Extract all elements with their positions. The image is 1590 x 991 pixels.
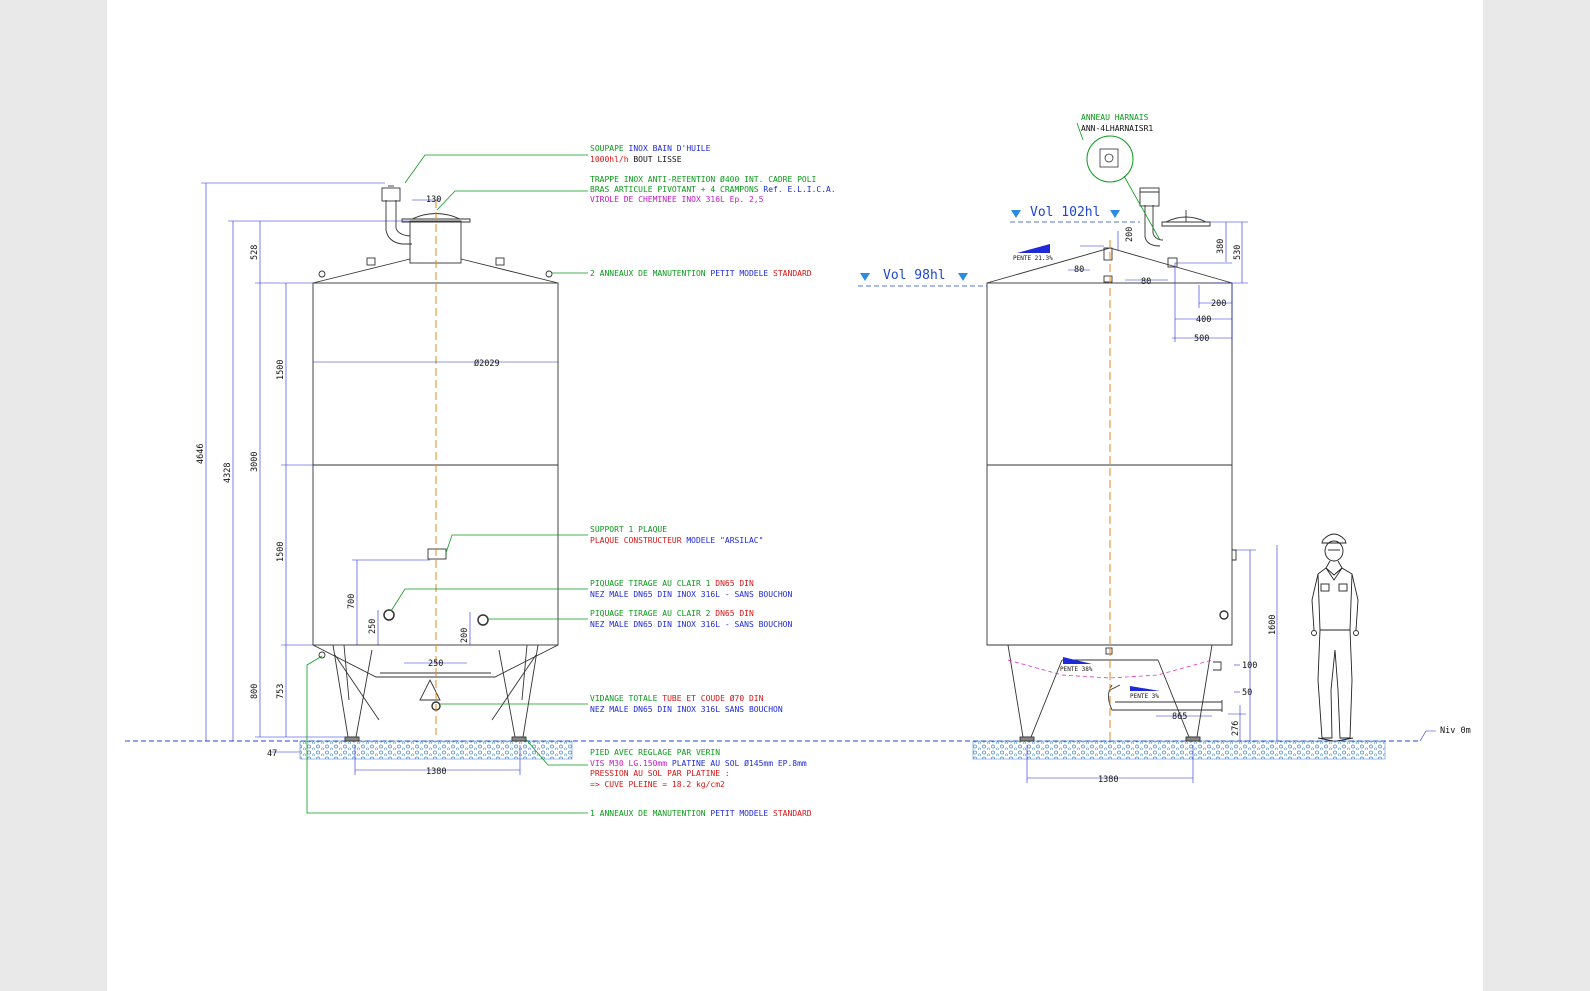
dim-700: 700	[347, 594, 357, 609]
dim-50: 50	[1242, 688, 1252, 698]
dim-380: 380	[1216, 239, 1226, 254]
dim-2029: Ø2029	[474, 358, 500, 369]
svg-text:SOUPAPE INOX BAIN D'HUILE: SOUPAPE INOX BAIN D'HUILE	[590, 144, 711, 153]
svg-text:PLAQUE CONSTRUCTEUR MODELE "AR: PLAQUE CONSTRUCTEUR MODELE "ARSILAC"	[590, 536, 763, 545]
tank-technical-drawing: 4646 4328 528 3000 1500 1500 700 250 800…	[125, 113, 1471, 818]
soupape-label: SOUPAPE	[590, 144, 624, 153]
svg-text:1 ANNEAUX DE MANUTENTION PETIT: 1 ANNEAUX DE MANUTENTION PETIT MODELE ST…	[590, 809, 812, 818]
dim-200-r: 200	[1125, 227, 1135, 242]
slope-markers: PENTE 21.3% PENTE 38% PENTE 3%	[1013, 244, 1160, 700]
left-dimensions	[201, 182, 558, 775]
dim-47: 47	[267, 749, 277, 759]
svg-text:NEZ MALE DN65 DIN INOX 316L -: NEZ MALE DN65 DIN INOX 316L - SANS BOUCH…	[590, 590, 792, 599]
dim-80-a: 80	[1074, 265, 1084, 275]
dim-865: 865	[1172, 712, 1187, 722]
svg-text:BRAS ARTICULE PIVOTANT + 4 CRA: BRAS ARTICULE PIVOTANT + 4 CRAMPONS Ref.…	[590, 185, 836, 194]
pied-label: PIED AVEC REGLAGE PAR VERIN	[590, 748, 720, 757]
pente-21-label: PENTE 21.3%	[1013, 255, 1053, 262]
left-port-2	[477, 614, 489, 626]
right-dimension-texts: 80 80 200 380 530 200 400 500 1600 100 5…	[1074, 227, 1471, 785]
dim-500: 500	[1194, 334, 1209, 344]
volume-levels: Vol 102hl Vol 98hl	[858, 205, 1140, 287]
svg-text:=> CUVE PLEINE = 18.2 kg/cm2: => CUVE PLEINE = 18.2 kg/cm2	[590, 780, 725, 789]
pente-3-label: PENTE 3%	[1130, 693, 1159, 700]
support-label: SUPPORT 1 PLAQUE	[590, 525, 667, 534]
svg-text:1000hl/h BOUT LISSE: 1000hl/h BOUT LISSE	[590, 155, 682, 164]
trappe-label: TRAPPE INOX ANTI-RETENTION Ø400 INT. CAD…	[590, 174, 817, 184]
dim-276: 276	[1231, 721, 1241, 736]
dim-250-h: 250	[428, 659, 443, 669]
svg-text:PRESSION AU SOL PAR PLATINE :: PRESSION AU SOL PAR PLATINE :	[590, 769, 730, 778]
dim-80-b: 80	[1141, 277, 1151, 287]
left-tank-roof	[312, 258, 559, 284]
anneau-harnais-label: ANNEAU HARNAIS	[1081, 113, 1149, 122]
dim-100: 100	[1242, 661, 1257, 671]
piquage-1-label: PIQUAGE TIRAGE AU CLAIR 1	[590, 579, 711, 588]
right-dimensions	[1026, 221, 1436, 783]
svg-text:2 ANNEAUX DE MANUTENTION PETIT: 2 ANNEAUX DE MANUTENTION PETIT MODELE ST…	[590, 269, 812, 278]
dim-400: 400	[1196, 315, 1211, 325]
virole-label: VIROLE DE CHEMINEE INOX 316L Ep. 2,5	[590, 195, 764, 204]
dim-800: 800	[250, 684, 260, 699]
dim-1380-b: 1380	[1098, 775, 1118, 785]
harnais-ref-label: ANN-4LHARNAISR1	[1081, 124, 1153, 133]
dim-1500-a: 1500	[276, 360, 286, 380]
ground	[125, 740, 1420, 760]
bras-label: BRAS ARTICULE PIVOTANT + 4 CRAMPONS	[590, 185, 759, 194]
svg-text:VIDANGE TOTALE TUBE ET COUDE Ø: VIDANGE TOTALE TUBE ET COUDE Ø70 DIN	[590, 693, 764, 703]
dim-530: 530	[1233, 245, 1243, 260]
svg-text:PIQUAGE TIRAGE AU CLAIR 2 DN65: PIQUAGE TIRAGE AU CLAIR 2 DN65 DIN	[590, 609, 754, 618]
anneau-1-label: 1 ANNEAUX DE MANUTENTION	[590, 809, 706, 818]
left-tank-leg-left	[332, 644, 373, 738]
svg-text:VIS M30 LG.150mm PLATINE AU SO: VIS M30 LG.150mm PLATINE AU SOL Ø145mm E…	[590, 758, 807, 768]
left-leader-lines	[306, 154, 588, 814]
dim-1500-b: 1500	[276, 542, 286, 562]
pente-38-label: PENTE 38%	[1060, 666, 1093, 673]
dim-4328: 4328	[223, 463, 233, 483]
left-nameplate	[427, 548, 447, 560]
worker-figure	[1311, 533, 1359, 742]
drawing-sheet: 4646 4328 528 3000 1500 1500 700 250 800…	[107, 0, 1483, 991]
dim-4646: 4646	[196, 444, 206, 464]
right-tank-side-view	[986, 187, 1237, 742]
harness-ring: ANNEAU HARNAIS ANN-4LHARNAISR1	[1076, 113, 1161, 241]
dim-200-h: 200	[1211, 299, 1226, 309]
dim-528: 528	[250, 245, 260, 260]
svg-text:PIQUAGE TIRAGE AU CLAIR 1 DN65: PIQUAGE TIRAGE AU CLAIR 1 DN65 DIN	[590, 579, 754, 588]
vol-102-label: Vol 102hl	[1030, 205, 1100, 220]
harness-ring-detail	[1086, 135, 1134, 183]
right-drain-pipe	[1108, 684, 1223, 712]
left-tank-leg-right	[498, 644, 539, 738]
piquage-2-label: PIQUAGE TIRAGE AU CLAIR 2	[590, 609, 711, 618]
anneaux-2-label: 2 ANNEAUX DE MANUTENTION	[590, 269, 706, 278]
right-slope-dashed	[1007, 659, 1213, 679]
dim-1380-a: 1380	[426, 767, 446, 777]
left-port-1	[383, 609, 395, 621]
svg-text:NEZ MALE DN65 DIN INOX 316L -: NEZ MALE DN65 DIN INOX 316L - SANS BOUCH…	[590, 620, 792, 629]
dim-753: 753	[276, 684, 286, 699]
left-dimension-texts: 4646 4328 528 3000 1500 1500 700 250 800…	[196, 195, 500, 777]
vol-98-label: Vol 98hl	[883, 268, 946, 283]
dim-130: 130	[426, 195, 441, 205]
dim-250-v: 250	[368, 619, 378, 634]
plaque-label: PLAQUE CONSTRUCTEUR	[590, 536, 682, 545]
vidange-label: VIDANGE TOTALE	[590, 694, 658, 703]
dim-1600: 1600	[1268, 615, 1278, 635]
right-tank-valve	[1144, 205, 1164, 247]
dim-3000: 3000	[250, 452, 260, 472]
svg-text:NEZ MALE DN65 DIN INOX 316L SA: NEZ MALE DN65 DIN INOX 316L SANS BOUCHON	[590, 705, 783, 714]
niv-0m-label: Niv 0m	[1440, 726, 1471, 736]
left-tank-valve	[385, 200, 412, 245]
right-side-port	[1219, 610, 1229, 620]
left-tank-bottom-cone	[312, 644, 559, 701]
dim-200-v: 200	[460, 628, 470, 643]
left-annotations: SOUPAPE INOX BAIN D'HUILE 1000hl/h BOUT …	[590, 144, 836, 818]
